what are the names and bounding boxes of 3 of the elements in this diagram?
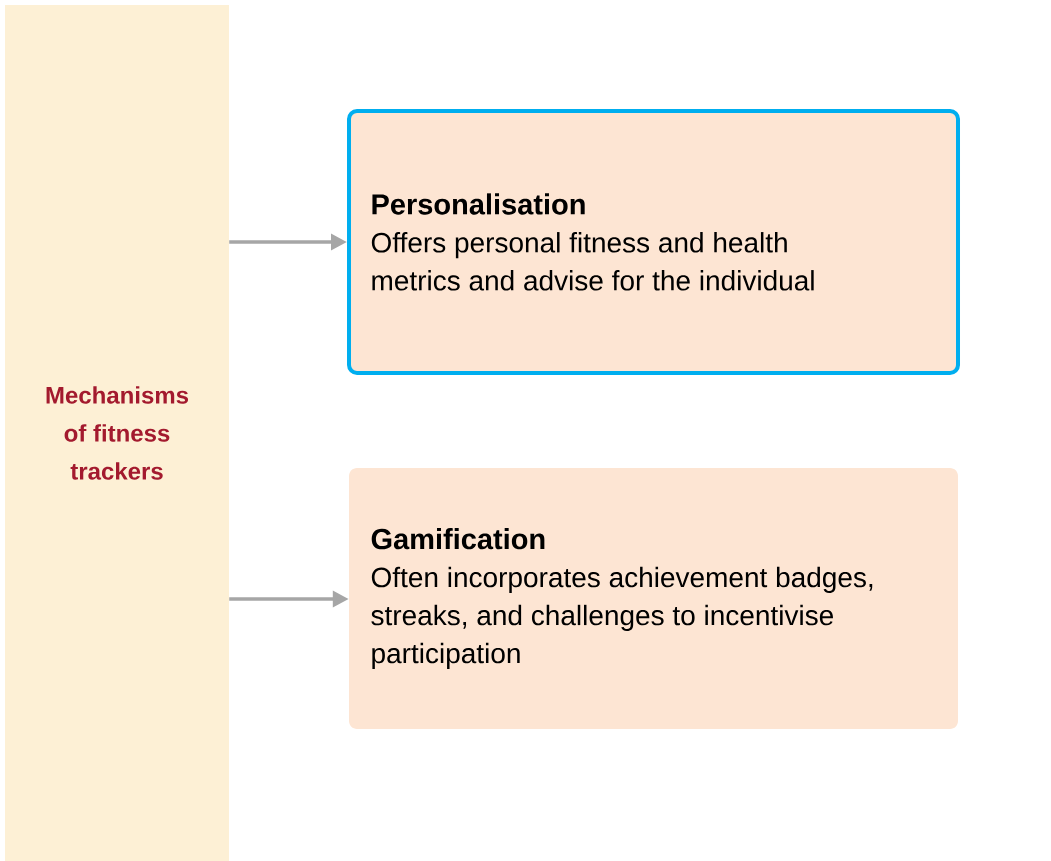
side-band: Mechanisms of fitness trackers bbox=[5, 5, 229, 861]
info-box: Personalisation Offers personal fitness and health metrics and advise for the individual bbox=[347, 109, 960, 375]
info-box: Gamification Often incorporates achievement badges, streaks, and challenges to incentivise participation bbox=[349, 468, 958, 729]
